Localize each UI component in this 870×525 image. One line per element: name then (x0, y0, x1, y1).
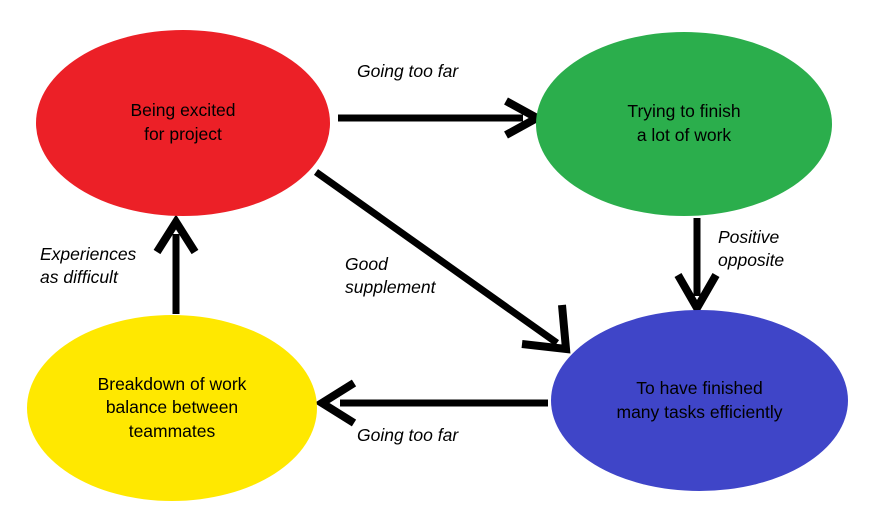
edge-label-red-to-green: Going too far (357, 61, 459, 81)
edge-label-yellow-to-red: Experiences as difficult (40, 244, 137, 287)
node-trying-to-finish-label: Trying to finish a lot of work (627, 101, 741, 145)
node-breakdown-of-work-balance-label: Breakdown of work balance between teamma… (97, 373, 247, 441)
edge-green-to-blue[interactable] (674, 218, 720, 317)
edge-blue-to-yellow[interactable] (314, 379, 548, 427)
edge-red-to-green[interactable] (338, 97, 546, 139)
edge-label-blue-to-yellow: Going too far (357, 425, 459, 445)
node-breakdown-of-work-balance[interactable]: Breakdown of work balance between teamma… (27, 315, 317, 501)
edge-red-to-blue[interactable] (313, 169, 571, 354)
node-to-have-finished-many-tasks-label: To have finished many tasks efficiently (616, 377, 783, 422)
edge-red-to-blue-line (313, 169, 560, 346)
edge-label-green-to-blue: Positive opposite (718, 227, 785, 270)
edge-green-to-blue-arrowhead (674, 273, 720, 317)
edge-blue-to-yellow-arrowhead (314, 379, 357, 427)
node-to-have-finished-many-tasks[interactable]: To have finished many tasks efficiently (551, 310, 848, 491)
node-being-excited[interactable]: Being excited for project (36, 30, 330, 216)
edge-label-red-to-blue: Good supplement (345, 254, 436, 297)
edge-red-to-blue-arrowhead (521, 304, 571, 354)
edge-yellow-to-red[interactable] (153, 214, 199, 314)
node-trying-to-finish[interactable]: Trying to finish a lot of work (536, 32, 832, 216)
edge-yellow-to-red-arrowhead (153, 214, 199, 255)
node-being-excited-label: Being excited for project (130, 100, 236, 144)
